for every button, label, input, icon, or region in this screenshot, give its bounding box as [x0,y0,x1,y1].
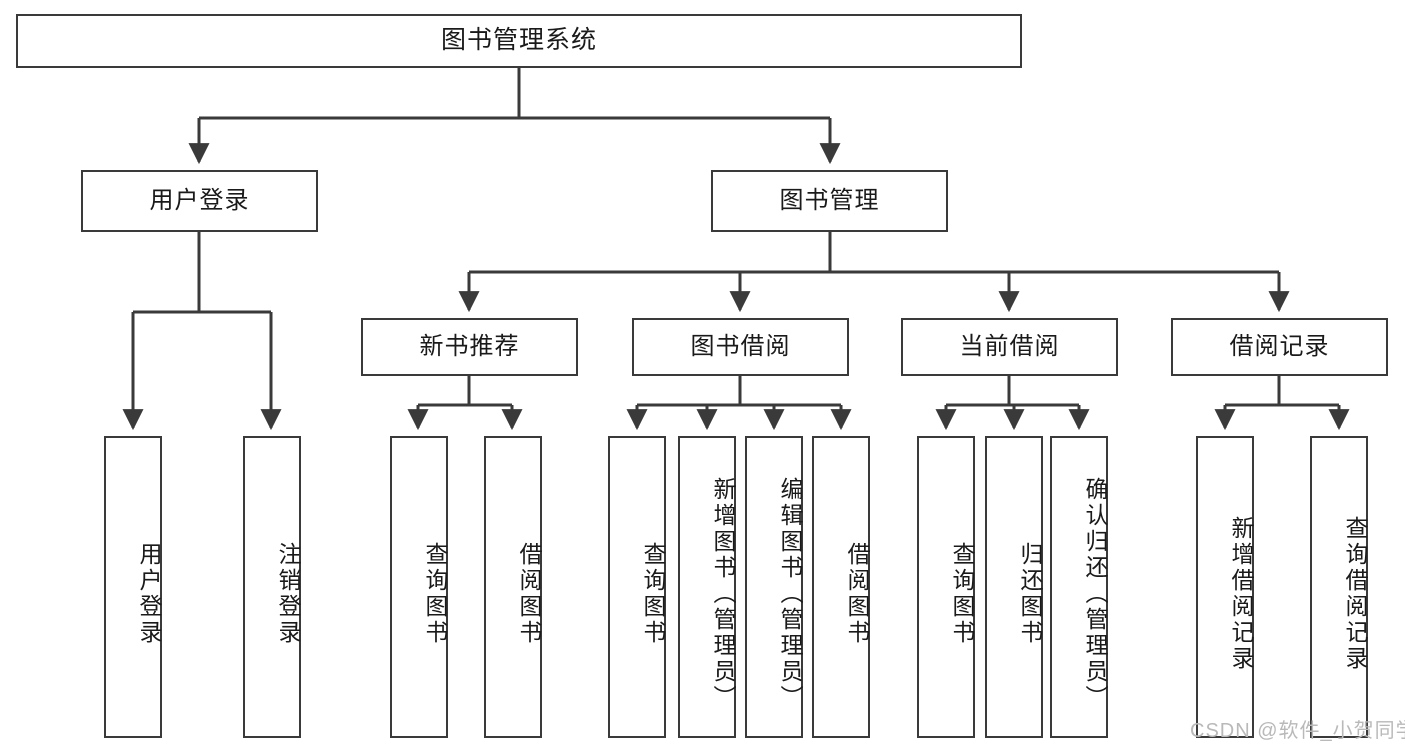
node-leaf-query-book-3[interactable]: 查询图书 [917,436,975,738]
node-current-borrow[interactable]: 当前借阅 [901,318,1118,376]
node-leaf-query-borrow-record[interactable]: 查询借阅记录 [1310,436,1368,738]
node-leaf-query-book-1[interactable]: 查询图书 [390,436,448,738]
node-root-label: 图书管理系统 [440,26,597,55]
node-leaf-query-book-2[interactable]: 查询图书 [608,436,666,738]
node-leaf-borrow-book-2-label: 借阅图书 [844,542,870,646]
node-leaf-borrow-book-2[interactable]: 借阅图书 [812,436,870,738]
node-user-login-label: 用户登录 [149,186,250,214]
node-leaf-return-book-label: 归还图书 [1017,542,1043,646]
watermark-text: CSDN @软件_小贺同学 [1190,720,1405,742]
node-leaf-add-book-label: 新增图书（管理员） [710,477,736,711]
node-leaf-query-book-2-label: 查询图书 [640,542,666,646]
node-leaf-edit-book-label: 编辑图书（管理员） [777,477,803,711]
node-leaf-return-book[interactable]: 归还图书 [985,436,1043,738]
node-leaf-confirm-return-label: 确认归还（管理员） [1082,477,1108,711]
node-leaf-query-book-1-label: 查询图书 [422,542,448,646]
node-borrow-record[interactable]: 借阅记录 [1171,318,1388,376]
node-leaf-query-book-3-label: 查询图书 [949,542,975,646]
node-current-borrow-label: 当前借阅 [959,332,1060,360]
node-leaf-add-borrow-record[interactable]: 新增借阅记录 [1196,436,1254,738]
node-leaf-query-borrow-record-label: 查询借阅记录 [1342,516,1368,672]
node-leaf-add-borrow-record-label: 新增借阅记录 [1228,516,1254,672]
node-leaf-borrow-book-1-label: 借阅图书 [516,542,542,646]
node-leaf-logout-login-label: 注销登录 [275,542,301,646]
node-leaf-edit-book[interactable]: 编辑图书（管理员） [745,436,803,738]
node-root-book-management-system[interactable]: 图书管理系统 [16,14,1022,68]
node-user-login[interactable]: 用户登录 [81,170,318,232]
node-leaf-user-login-label: 用户登录 [136,542,162,646]
node-leaf-confirm-return[interactable]: 确认归还（管理员） [1050,436,1108,738]
node-new-book-recommend-label: 新书推荐 [419,332,520,360]
node-leaf-user-login[interactable]: 用户登录 [104,436,162,738]
node-book-management-label: 图书管理 [779,186,880,214]
node-book-management[interactable]: 图书管理 [711,170,948,232]
node-book-borrow[interactable]: 图书借阅 [632,318,849,376]
node-borrow-record-label: 借阅记录 [1229,332,1330,360]
node-book-borrow-label: 图书借阅 [690,332,791,360]
node-leaf-borrow-book-1[interactable]: 借阅图书 [484,436,542,738]
node-leaf-add-book[interactable]: 新增图书（管理员） [678,436,736,738]
node-leaf-logout-login[interactable]: 注销登录 [243,436,301,738]
node-new-book-recommend[interactable]: 新书推荐 [361,318,578,376]
